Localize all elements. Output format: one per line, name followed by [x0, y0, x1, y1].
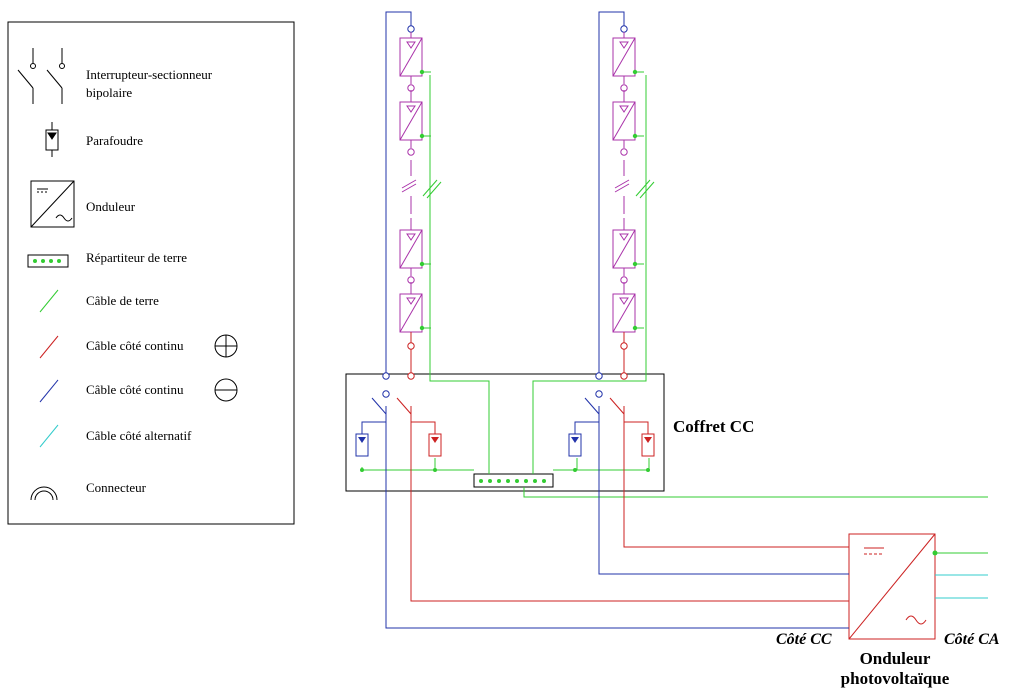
surge-arrester-icon	[428, 433, 442, 457]
connector-icon	[595, 372, 603, 380]
surge-arrester-icon	[568, 433, 582, 457]
legend-label: Répartiteur de terre	[86, 250, 187, 265]
dc-box-frame	[345, 373, 665, 492]
ac-side-label: Côté CA	[944, 631, 1000, 648]
earth-wiring	[361, 75, 988, 498]
inverter-label: photovoltaïque	[841, 669, 950, 688]
connector-icon	[620, 372, 628, 380]
dc-box-unit	[568, 372, 655, 472]
solar-panel-icon	[612, 101, 644, 141]
dc-cables	[385, 406, 849, 629]
dc-side-label: Côté CC	[776, 631, 832, 648]
disconnect-switch-icon	[371, 397, 387, 415]
solar-panel-icon	[612, 229, 644, 269]
legend-label: Onduleur	[86, 199, 136, 214]
connector-icon	[620, 25, 628, 33]
pv-inverter	[848, 533, 936, 640]
minus-icon	[214, 378, 238, 402]
legend-frame	[7, 21, 295, 525]
earth-distributor-icon	[27, 254, 69, 268]
legend-label: Câble côté continu	[86, 382, 184, 397]
plus-icon	[214, 334, 238, 358]
break-mark	[614, 179, 630, 189]
connector-icon	[620, 342, 628, 350]
legend-label: Interrupteur-sectionneur	[86, 67, 213, 82]
break-mark	[614, 183, 630, 193]
pv-strings	[385, 11, 655, 376]
connector-icon	[407, 25, 415, 33]
dc-negative-cable	[385, 11, 412, 376]
break-mark	[426, 181, 442, 199]
solar-panel-icon	[399, 101, 431, 141]
connector-icon	[407, 342, 415, 350]
legend-label: Connecteur	[86, 480, 147, 495]
inverter-label: Onduleur	[860, 649, 931, 668]
legend-label: Câble côté continu	[86, 338, 184, 353]
legend-label: Câble côté alternatif	[86, 428, 192, 443]
solar-panel-icon	[399, 293, 431, 333]
connector-icon	[382, 372, 390, 380]
connector-icon	[407, 372, 415, 380]
ac-cable-icon	[39, 424, 59, 448]
disconnect-switch-icon	[584, 397, 600, 415]
connector-icon	[595, 390, 603, 398]
pv-string	[598, 11, 655, 376]
legend-label: bipolaire	[86, 85, 132, 100]
dc-box-unit	[355, 372, 442, 472]
break-mark	[635, 179, 651, 197]
dc-positive-cable-icon	[39, 335, 59, 359]
connector-icon	[620, 148, 628, 156]
earth-distributor	[473, 473, 554, 488]
legend: Interrupteur-sectionneur bipolaire Paraf…	[7, 21, 295, 525]
connector-icon	[382, 390, 390, 398]
surge-arrester-icon	[45, 122, 59, 157]
dc-box-label: Coffret CC	[673, 417, 754, 436]
dc-negative-cable-icon	[39, 379, 59, 403]
connector-icon	[30, 486, 58, 501]
break-mark	[401, 183, 417, 193]
solar-panel-icon	[399, 37, 431, 77]
solar-panel-icon	[399, 229, 431, 269]
connector-icon	[407, 148, 415, 156]
inverter-icon	[30, 180, 75, 228]
pv-string	[385, 11, 442, 376]
legend-label: Parafoudre	[86, 133, 143, 148]
earth-cable-icon	[39, 289, 59, 313]
surge-arrester-icon	[355, 433, 369, 457]
solar-panel-icon	[612, 37, 644, 77]
dc-box-internals	[355, 372, 655, 472]
break-mark	[401, 179, 417, 189]
disconnect-switch-icon	[609, 397, 625, 415]
ac-cables	[932, 550, 988, 599]
disconnect-switch-icon	[17, 48, 65, 104]
disconnect-switch-icon	[396, 397, 412, 415]
break-mark	[639, 181, 655, 199]
surge-arrester-icon	[641, 433, 655, 457]
solar-panel-icon	[612, 293, 644, 333]
dc-negative-cable	[598, 11, 625, 376]
legend-label: Câble de terre	[86, 293, 159, 308]
